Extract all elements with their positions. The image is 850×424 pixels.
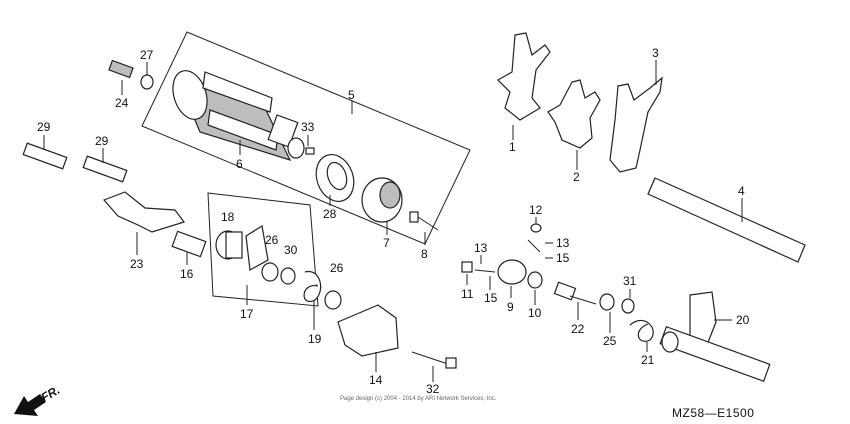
callout-27: 27 xyxy=(140,48,154,62)
callout-20: 20 xyxy=(736,313,750,327)
collar-29-left[interactable] xyxy=(22,142,68,170)
callout-30: 30 xyxy=(284,243,298,257)
callout-22: 22 xyxy=(571,322,585,336)
collar-29-right[interactable] xyxy=(82,155,128,183)
bolt-32[interactable] xyxy=(411,351,457,369)
bearing[interactable] xyxy=(310,149,360,206)
washer-25[interactable] xyxy=(599,293,615,311)
shift-fork-1[interactable] xyxy=(497,32,551,121)
callout-7: 7 xyxy=(383,236,390,250)
callout-4: 4 xyxy=(738,184,745,198)
pin[interactable] xyxy=(305,147,315,155)
callout-8: 8 xyxy=(421,247,428,261)
callout-26-top: 26 xyxy=(265,233,279,247)
callout-9: 9 xyxy=(507,300,514,314)
assembly-frame-drum xyxy=(141,31,471,245)
plate-23[interactable] xyxy=(102,191,185,233)
spring-21[interactable] xyxy=(629,319,654,342)
callout-29-right: 29 xyxy=(95,134,109,148)
callout-5: 5 xyxy=(348,88,355,102)
shift-fork-2[interactable] xyxy=(547,79,601,149)
shift-drum[interactable] xyxy=(167,66,305,161)
callout-1: 1 xyxy=(509,140,516,154)
callout-15-right: 15 xyxy=(556,251,570,265)
callout-6: 6 xyxy=(236,157,243,171)
spring-19[interactable] xyxy=(303,271,322,303)
callout-12: 12 xyxy=(529,203,543,217)
callout-23: 23 xyxy=(130,257,144,271)
spring-13[interactable] xyxy=(527,239,541,253)
copyright-text: Page design (c) 2004 - 2014 by ARI Netwo… xyxy=(340,396,497,402)
leader-lines xyxy=(43,60,743,382)
shift-spindle[interactable] xyxy=(659,291,771,383)
shift-fork-3[interactable] xyxy=(609,76,663,173)
washer-27[interactable] xyxy=(140,74,154,90)
washer-26[interactable] xyxy=(324,290,342,310)
callout-32: 32 xyxy=(426,382,440,396)
callout-29-left: 29 xyxy=(37,120,51,134)
callout-11: 11 xyxy=(461,287,474,301)
collar-16[interactable] xyxy=(171,230,207,258)
neutral-switch[interactable] xyxy=(108,59,134,79)
collar-10[interactable] xyxy=(527,271,543,289)
front-direction-arrow-icon xyxy=(14,394,46,416)
callout-18: 18 xyxy=(221,210,235,224)
callout-13-right: 13 xyxy=(556,236,570,250)
pawl-11[interactable] xyxy=(461,261,473,273)
callout-33: 33 xyxy=(301,120,315,134)
callout-26-bottom: 26 xyxy=(330,261,344,275)
pin-12[interactable] xyxy=(530,223,542,233)
callout-17: 17 xyxy=(240,307,254,321)
bolt-8[interactable] xyxy=(409,211,439,231)
callout-13-left: 13 xyxy=(474,241,488,255)
pivot-bolt-22[interactable] xyxy=(553,281,597,305)
callout-28: 28 xyxy=(323,207,337,221)
callout-24: 24 xyxy=(115,96,129,110)
callout-19: 19 xyxy=(308,332,322,346)
arm-assembly[interactable] xyxy=(215,225,296,285)
callout-31: 31 xyxy=(623,274,637,288)
washer-31[interactable] xyxy=(621,298,635,314)
plate-14[interactable] xyxy=(337,304,399,357)
callout-15-left: 15 xyxy=(484,291,498,305)
callout-14: 14 xyxy=(369,373,383,387)
callout-21: 21 xyxy=(641,353,655,367)
callout-3: 3 xyxy=(652,46,659,60)
callout-2: 2 xyxy=(573,170,580,184)
drum-center[interactable] xyxy=(361,177,403,223)
callout-10: 10 xyxy=(528,306,542,320)
fork-shaft[interactable] xyxy=(647,177,806,263)
spring-15[interactable] xyxy=(474,269,496,273)
stopper-9[interactable] xyxy=(497,259,527,285)
assembly-frame-arm xyxy=(207,192,319,307)
diagram-code: MZ58—E1500 xyxy=(672,406,754,420)
callout-25: 25 xyxy=(603,334,617,348)
callout-16: 16 xyxy=(180,267,194,281)
